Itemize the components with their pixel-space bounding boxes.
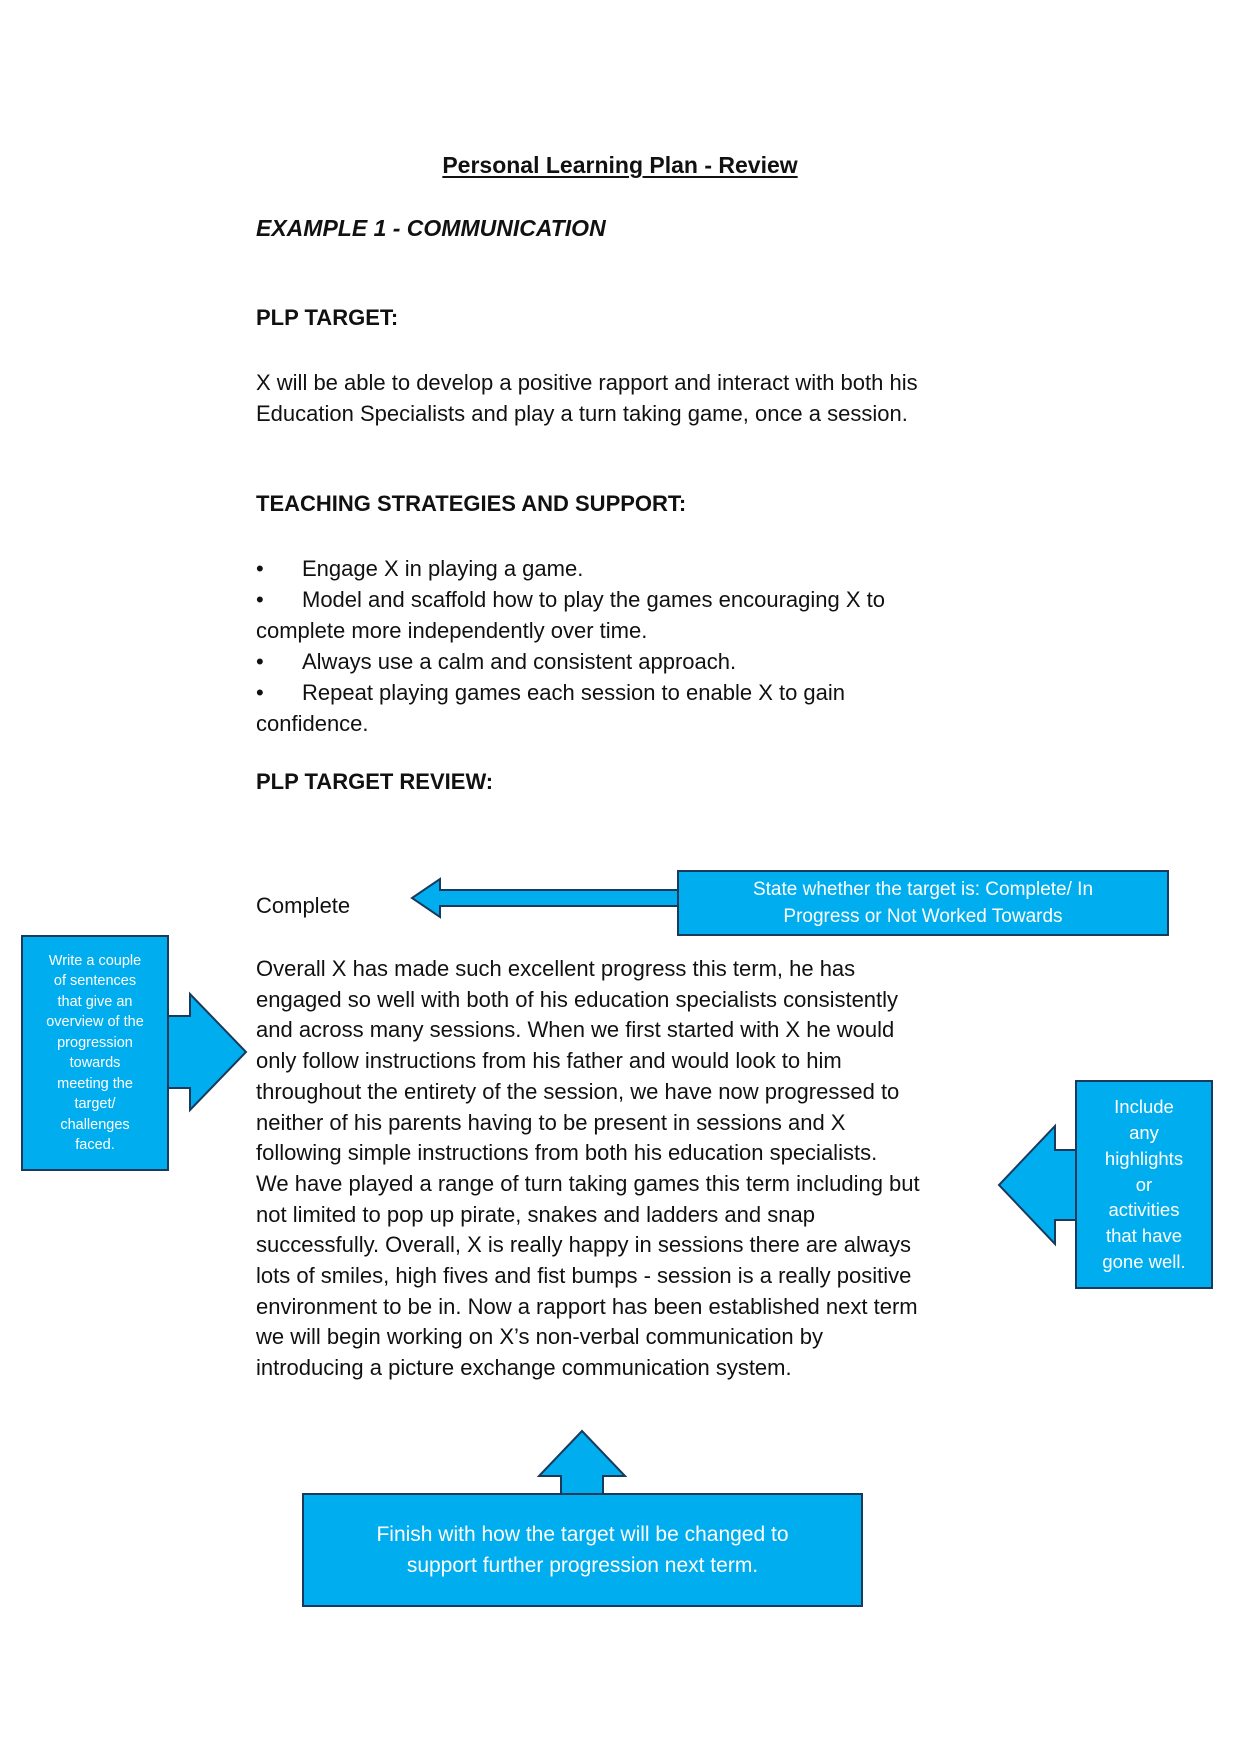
overview-callout-line: of sentences	[53, 973, 137, 989]
highlights-callout-line: Include	[1114, 1096, 1174, 1118]
plp-target-heading: PLP TARGET:	[256, 305, 399, 330]
review-line: environment to be in. Now a rapport has …	[256, 1293, 918, 1319]
arrow-up-shape	[536, 1429, 628, 1499]
highlights-callout-line: highlights	[1104, 1147, 1184, 1169]
overview-callout-line: Write a couple	[48, 952, 142, 969]
strategy-item: • Always use a calm and consistent approa…	[256, 646, 976, 677]
strategies-list: • Engage X in playing a game. • Model and …	[256, 553, 976, 739]
bullet: •	[256, 680, 264, 705]
arrow-up-icon	[536, 1429, 628, 1499]
arrow-left-shape	[997, 1123, 1080, 1247]
review-line: throughout the entirety of the session, …	[256, 1078, 900, 1104]
example-heading: EXAMPLE 1 - COMMUNICATION	[256, 215, 606, 241]
strategy-text-continued: confidence.	[256, 711, 369, 736]
arrow-left-icon	[410, 877, 679, 919]
review-line: and across many sessions. When we first …	[256, 1017, 895, 1043]
plp-target-line: X will be able to develop a positive rap…	[256, 370, 918, 395]
highlights-callout-line: gone well.	[1102, 1250, 1186, 1272]
strategy-item: • Model and scaffold how to play the game…	[256, 584, 976, 646]
overview-callout-line: that give an	[57, 993, 133, 1010]
review-line: introducing a picture exchange communica…	[256, 1355, 792, 1381]
review-heading: PLP TARGET REVIEW:	[256, 769, 494, 794]
bullet: •	[256, 649, 264, 674]
overview-callout-line: meeting the	[57, 1075, 133, 1092]
strategy-text-continued: complete more independently over time.	[256, 618, 648, 643]
review-line: only follow instructions from his father…	[256, 1048, 842, 1074]
review-line: lots of smiles, high fives and fist bump…	[256, 1263, 912, 1289]
overview-callout-line: towards	[69, 1055, 121, 1071]
overview-callout-line: progression	[57, 1034, 133, 1051]
highlights-callout: Include any highlights or activities tha…	[1075, 1080, 1213, 1289]
highlights-callout-line: or	[1135, 1173, 1153, 1195]
status-callout: State whether the target is: Complete/ I…	[677, 870, 1169, 936]
highlights-callout-line: that have	[1105, 1225, 1183, 1247]
strategy-text: Model and scaffold how to play the games…	[302, 587, 885, 612]
overview-callout-line: faced.	[75, 1137, 115, 1153]
strategy-item: • Engage X in playing a game.	[256, 553, 976, 584]
plp-target-line: Education Specialists and play a turn ta…	[256, 401, 908, 426]
bullet: •	[256, 587, 264, 612]
review-line: successfully. Overall, X is really happy…	[256, 1232, 911, 1258]
review-line: engaged so well with both of his educati…	[256, 986, 899, 1012]
review-line: neither of his parents having to be pres…	[256, 1109, 846, 1135]
review-line: we will begin working on X’s non-verbal …	[256, 1324, 823, 1350]
arrow-left-icon	[997, 1123, 1080, 1247]
arrow-left-shape	[410, 877, 679, 919]
overview-callout-line: target/	[74, 1096, 116, 1112]
strategy-text: Repeat playing games each session to ena…	[302, 680, 846, 705]
strategy-item: • Repeat playing games each session to en…	[256, 677, 976, 739]
overview-callout-line: challenges	[60, 1116, 130, 1133]
next-term-callout-line: support further progression next term.	[406, 1554, 759, 1577]
strategies-heading: TEACHING STRATEGIES AND SUPPORT:	[256, 491, 687, 516]
review-line: not limited to pop up pirate, snakes and…	[256, 1201, 815, 1227]
next-term-callout-line: Finish with how the target will be chang…	[376, 1523, 789, 1546]
document-title: Personal Learning Plan - Review	[442, 152, 798, 178]
overview-callout-line: overview of the	[46, 1014, 144, 1030]
strategy-text: Always use a calm and consistent approac…	[302, 649, 737, 674]
review-text: Overall X has made such excellent progre…	[256, 954, 1016, 1384]
next-term-callout: Finish with how the target will be chang…	[302, 1493, 863, 1607]
review-line: Overall X has made such excellent progre…	[256, 956, 856, 981]
status-callout-line: State whether the target is: Complete/ I…	[752, 879, 1094, 900]
arrow-right-shape	[167, 991, 248, 1113]
status-callout-line: Progress or Not Worked Towards	[783, 906, 1063, 927]
review-line: following simple instructions from both …	[256, 1140, 878, 1166]
review-status: Complete	[256, 893, 351, 918]
highlights-callout-line: activities	[1108, 1199, 1180, 1221]
strategy-text: Engage X in playing a game.	[302, 556, 584, 581]
arrow-right-icon	[167, 991, 248, 1113]
review-line: We have played a range of turn taking ga…	[256, 1170, 920, 1196]
overview-callout: Write a couple of sentences that give an…	[21, 935, 169, 1171]
bullet: •	[256, 556, 264, 581]
plp-target-text: X will be able to develop a positive rap…	[256, 367, 1016, 429]
highlights-callout-line: any	[1129, 1122, 1159, 1143]
